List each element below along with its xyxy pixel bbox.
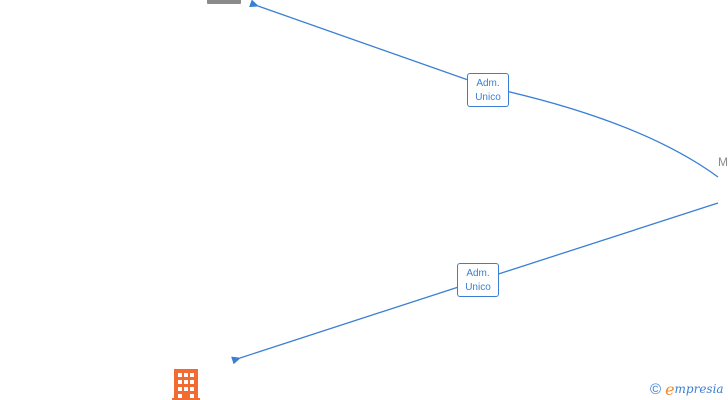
building-icon[interactable]: [172, 369, 200, 400]
edge-label-line2: Unico: [475, 92, 501, 103]
brand-logo-text: mpresia: [674, 382, 724, 396]
brand-logo-initial: e: [665, 379, 675, 399]
edge-label-line1: Adm.: [476, 78, 500, 89]
empresia-watermark: © e mpresia: [650, 379, 724, 399]
link-to-top-person: [249, 0, 719, 178]
copyright-symbol: ©: [650, 380, 662, 398]
person-icon[interactable]: [207, 0, 241, 6]
edge-label-line1: Adm.: [466, 268, 490, 279]
edge-label-adm-unico-1[interactable]: Adm. Unico: [467, 73, 509, 107]
edge-label-line2: Unico: [465, 282, 491, 293]
edge-label-adm-unico-2[interactable]: Adm. Unico: [457, 263, 499, 297]
center-node-name[interactable]: M: [718, 155, 728, 169]
